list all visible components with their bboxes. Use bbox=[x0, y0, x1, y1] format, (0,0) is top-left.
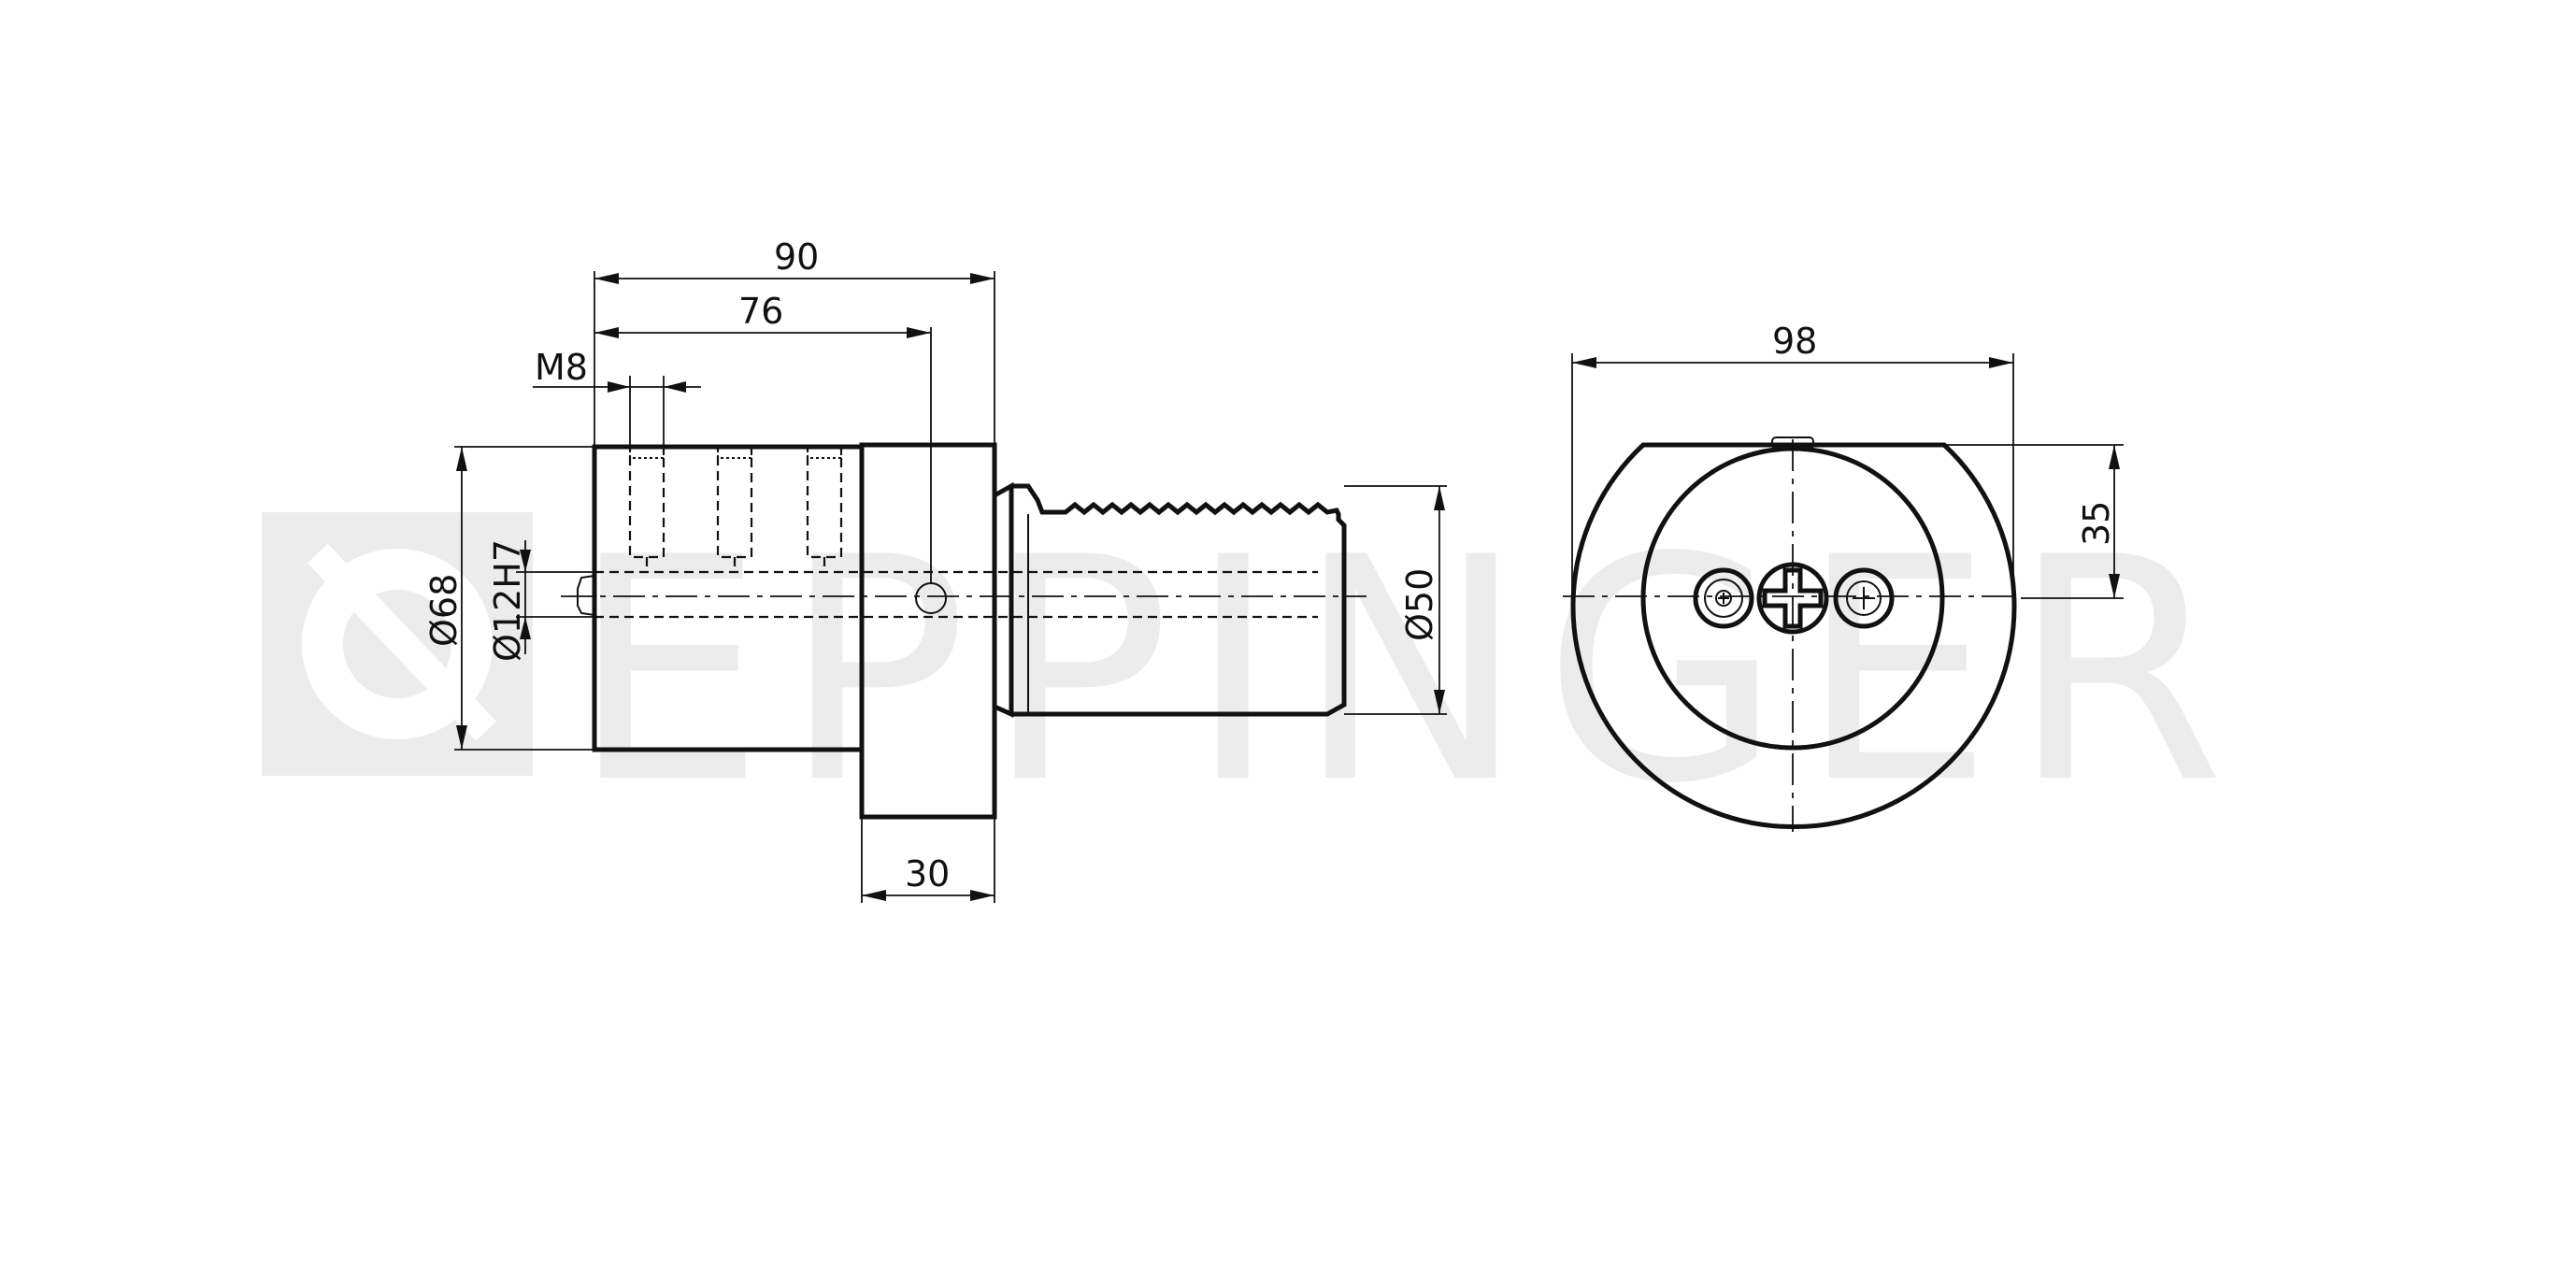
dim-35-label: 35 bbox=[2076, 501, 2117, 546]
dim-68-label: Ø68 bbox=[423, 574, 465, 647]
front-left-fitting bbox=[1693, 567, 1754, 629]
dim-76-label: 76 bbox=[738, 291, 783, 332]
dim-30 bbox=[861, 817, 995, 903]
dim-98 bbox=[1571, 353, 2014, 598]
dim-76 bbox=[594, 327, 932, 583]
bore-nub bbox=[577, 575, 595, 616]
front-view: 98 35 bbox=[1563, 321, 2124, 832]
side-view: 90 76 M8 Ø68 bbox=[423, 236, 1447, 903]
front-right-fitting bbox=[1833, 567, 1895, 629]
dim-98-label: 98 bbox=[1772, 321, 1817, 362]
dim-35 bbox=[1813, 444, 2124, 599]
dim-50-label: Ø50 bbox=[1399, 568, 1440, 641]
set-screw-3 bbox=[806, 445, 843, 572]
front-center-cross bbox=[1756, 562, 1829, 635]
set-screw-2 bbox=[716, 445, 753, 572]
dim-50 bbox=[1344, 485, 1447, 715]
shank-outline bbox=[1011, 483, 1347, 717]
watermark: EPPINGER bbox=[262, 492, 2241, 851]
dim-68 bbox=[454, 446, 594, 751]
dim-12h7-label: Ø12H7 bbox=[487, 539, 528, 662]
set-screw-1 bbox=[628, 445, 665, 572]
dim-12h7 bbox=[516, 540, 594, 654]
dim-90 bbox=[594, 271, 995, 447]
dim-m8-label: M8 bbox=[535, 347, 588, 388]
dim-30-label: 30 bbox=[905, 853, 950, 894]
collar-outline bbox=[993, 481, 1014, 718]
flange-outline bbox=[859, 442, 997, 820]
watermark-brand-text: EPPINGER bbox=[570, 492, 2241, 851]
dim-90-label: 90 bbox=[774, 236, 819, 278]
dim-m8 bbox=[533, 376, 701, 447]
watermark-logo-icon bbox=[262, 512, 533, 776]
